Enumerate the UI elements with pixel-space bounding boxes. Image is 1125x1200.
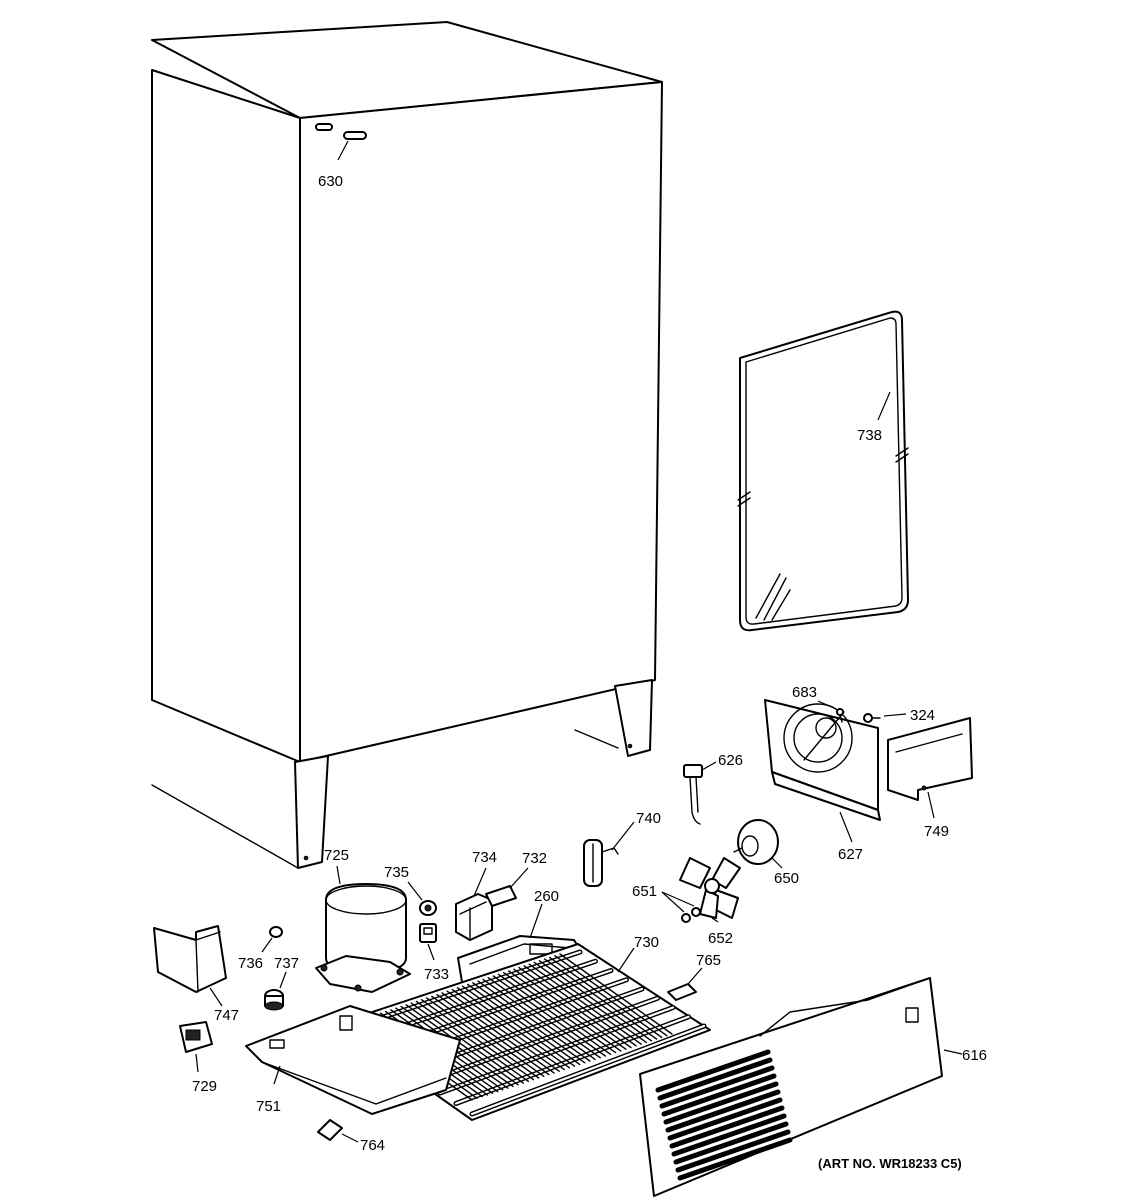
part-749-cover bbox=[887, 717, 973, 819]
label-735: 735 bbox=[384, 864, 409, 881]
label-733: 733 bbox=[424, 966, 449, 983]
coil-wire bbox=[513, 968, 627, 1050]
coil-wire bbox=[523, 965, 637, 1047]
grille-slot bbox=[669, 1105, 785, 1149]
part-626-thermostat bbox=[683, 761, 717, 825]
label-725: 725 bbox=[324, 847, 349, 864]
grille-slot bbox=[673, 1121, 789, 1165]
part-650-fan-motor bbox=[733, 819, 783, 869]
coil-wire bbox=[472, 982, 586, 1064]
label-764: 764 bbox=[360, 1137, 385, 1154]
grille-slot bbox=[665, 1089, 781, 1133]
part-735-grommet bbox=[407, 881, 437, 916]
coil-wire bbox=[436, 993, 550, 1076]
label-260: 260 bbox=[534, 888, 559, 905]
label-765: 765 bbox=[696, 952, 721, 969]
coil-wire bbox=[528, 963, 642, 1045]
coil-wire bbox=[431, 995, 545, 1078]
grille-slot bbox=[659, 1065, 775, 1109]
coil-wire bbox=[466, 983, 581, 1066]
part-729-terminal-box bbox=[179, 1021, 213, 1073]
coil-wire bbox=[508, 970, 622, 1052]
part-683-screw bbox=[817, 700, 844, 723]
grille-slot bbox=[675, 1129, 791, 1173]
grille-slot bbox=[655, 1049, 771, 1093]
coil-wire bbox=[415, 1000, 530, 1083]
part-751-base-pan bbox=[245, 1005, 461, 1115]
coil-wire bbox=[502, 971, 617, 1054]
label-616: 616 bbox=[962, 1047, 987, 1064]
label-729: 729 bbox=[192, 1078, 217, 1095]
label-683: 683 bbox=[792, 684, 817, 701]
label-732: 732 bbox=[522, 850, 547, 867]
grille-slot bbox=[657, 1057, 773, 1101]
coil-wire bbox=[420, 998, 535, 1081]
coil-wire bbox=[559, 953, 673, 1035]
label-626: 626 bbox=[718, 752, 743, 769]
refrigerator-cabinet bbox=[151, 21, 663, 869]
coil-wire bbox=[518, 966, 632, 1049]
label-736: 736 bbox=[238, 955, 263, 972]
label-627: 627 bbox=[838, 846, 863, 863]
grille-slot bbox=[677, 1137, 793, 1181]
coil-wire bbox=[482, 978, 596, 1061]
label-749: 749 bbox=[924, 823, 949, 840]
coil-wire bbox=[477, 980, 591, 1062]
coil-wire bbox=[405, 1004, 519, 1086]
coil-wire bbox=[461, 985, 576, 1067]
coil-wire bbox=[543, 958, 658, 1040]
label-730: 730 bbox=[634, 934, 659, 951]
coil-wire bbox=[425, 997, 540, 1079]
part-630-rollers bbox=[315, 123, 367, 161]
part-652-fan-blade bbox=[679, 857, 741, 923]
label-740: 740 bbox=[636, 810, 661, 827]
label-650: 650 bbox=[774, 870, 799, 887]
label-747: 747 bbox=[214, 1007, 239, 1024]
part-725-compressor bbox=[315, 865, 411, 993]
part-747-cover bbox=[153, 925, 227, 1007]
coil-wire bbox=[456, 987, 571, 1069]
part-627-fan-shroud bbox=[764, 699, 881, 843]
grille-slot bbox=[661, 1073, 777, 1117]
coil-wire bbox=[497, 973, 612, 1056]
part-736-clip bbox=[261, 926, 283, 953]
label-651: 651 bbox=[632, 883, 657, 900]
art-number: (ART NO. WR18233 C5) bbox=[818, 1156, 962, 1171]
part-callout-labels: 630 738 683 324 626 740 749 627 650 725 … bbox=[192, 173, 987, 1171]
label-751: 751 bbox=[256, 1098, 281, 1115]
part-733-overload bbox=[419, 923, 437, 961]
part-651-washers bbox=[661, 891, 701, 923]
coil-wire bbox=[410, 1002, 524, 1084]
coil-wire bbox=[451, 988, 566, 1071]
part-734-relay bbox=[455, 867, 493, 941]
grille-slot bbox=[667, 1097, 783, 1141]
coil-wire bbox=[446, 990, 560, 1072]
label-652: 652 bbox=[708, 930, 733, 947]
label-738: 738 bbox=[857, 427, 882, 444]
grille-slot bbox=[663, 1081, 779, 1125]
label-737: 737 bbox=[274, 955, 299, 972]
coil-wire bbox=[549, 956, 663, 1039]
label-734: 734 bbox=[472, 849, 497, 866]
part-737-grommet bbox=[264, 971, 287, 1011]
part-765-clip bbox=[667, 967, 703, 1001]
part-732-clip bbox=[485, 867, 529, 907]
coil-tube bbox=[470, 1024, 706, 1116]
label-630: 630 bbox=[318, 173, 343, 190]
part-740-defrost-thermostat bbox=[583, 821, 635, 887]
coil-wire bbox=[441, 992, 555, 1074]
grille-slot bbox=[671, 1113, 787, 1157]
part-764-clip bbox=[317, 1119, 359, 1143]
part-738-heater-loop bbox=[737, 310, 909, 632]
coil-wire bbox=[538, 960, 653, 1042]
coil-wire bbox=[492, 975, 607, 1057]
coil-wire bbox=[554, 954, 668, 1037]
coil-wire bbox=[533, 961, 648, 1044]
coil-wire bbox=[487, 976, 601, 1059]
label-324: 324 bbox=[910, 707, 935, 724]
part-324-screw bbox=[863, 713, 907, 723]
part-616-grille bbox=[639, 977, 963, 1197]
